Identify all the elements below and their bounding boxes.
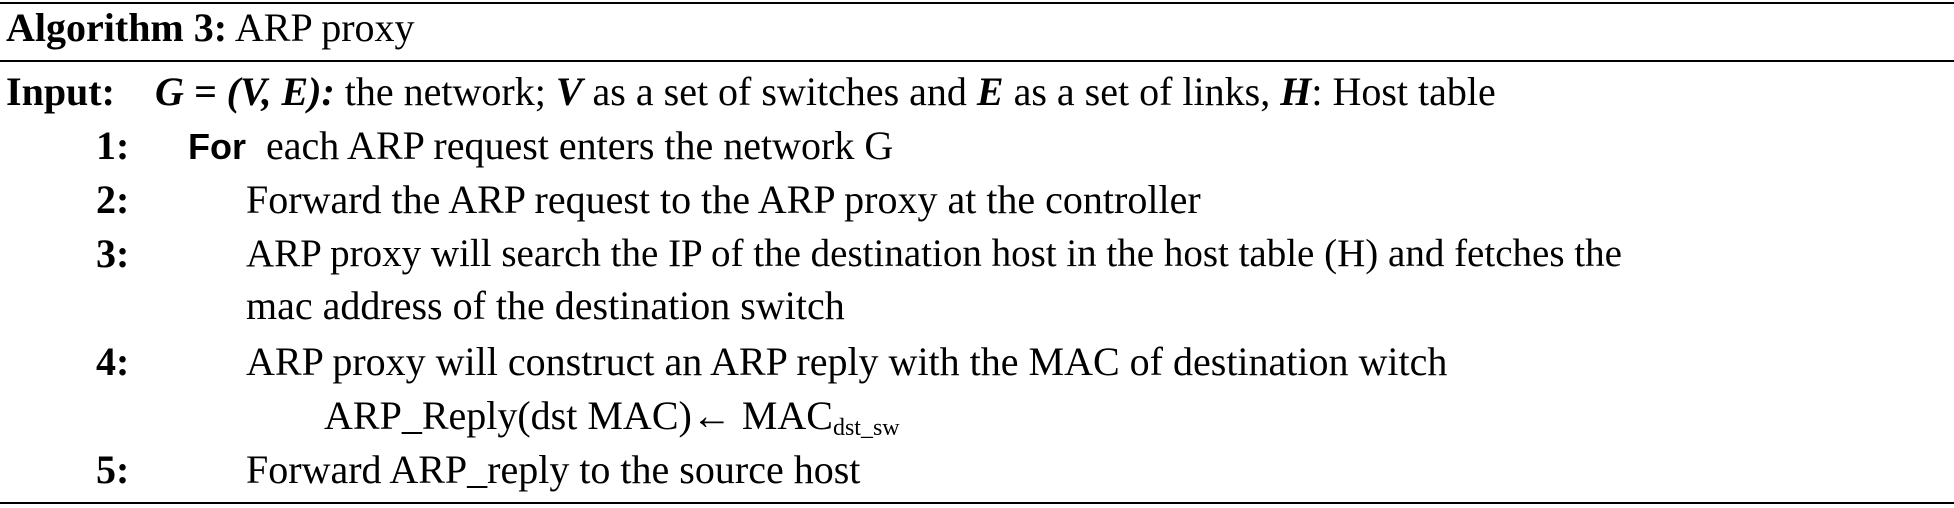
input-graph: G = (V, E): [154, 69, 335, 114]
step-1-text: each ARP request enters the network G [266, 123, 894, 168]
step-5-text: Forward ARP_reply to the source host [246, 447, 861, 492]
step-1: For each ARP request enters the network … [188, 122, 893, 171]
top-rule [0, 2, 1954, 4]
algorithm-title: ARP proxy [234, 5, 415, 50]
input-desc2: as a set of switches and [582, 69, 977, 114]
input-desc4: : Host table [1311, 69, 1496, 114]
step-3-text-continued: mac address of the destination switch [246, 283, 845, 328]
step-3-number: 3: [96, 231, 130, 276]
step-4-formula-subscript: dst_sw [832, 415, 900, 441]
caption-rule [0, 60, 1954, 62]
input-h: H [1280, 69, 1312, 114]
bottom-rule [0, 502, 1954, 504]
input-v: V [555, 69, 583, 114]
algorithm-caption: Algorithm 3: ARP proxy [6, 4, 415, 52]
step-2-number: 2: [96, 177, 130, 222]
step-3-text: ARP proxy will search the IP of the dest… [246, 232, 1622, 275]
step-5-number: 5: [96, 447, 130, 492]
step-4-formula-main: ARP_Reply(dst MAC)← MAC [324, 393, 833, 438]
input-desc3: as a set of links, [1003, 69, 1281, 114]
step-4-formula: ARP_Reply(dst MAC)← MACdst_sw [324, 392, 900, 452]
input-label: Input: [6, 69, 115, 114]
input-e: E [976, 69, 1004, 114]
algorithm-label: Algorithm 3: [6, 5, 228, 50]
input-line: Input: G = (V, E): the network; V as a s… [6, 68, 1496, 116]
step-2-text: Forward the ARP request to the ARP proxy… [246, 177, 1201, 222]
step-1-keyword: For [188, 126, 246, 167]
step-4-text: ARP proxy will construct an ARP reply wi… [246, 339, 1448, 384]
input-desc1: the network; [334, 69, 556, 114]
step-1-number: 1: [96, 123, 130, 168]
step-4-number: 4: [96, 339, 130, 384]
